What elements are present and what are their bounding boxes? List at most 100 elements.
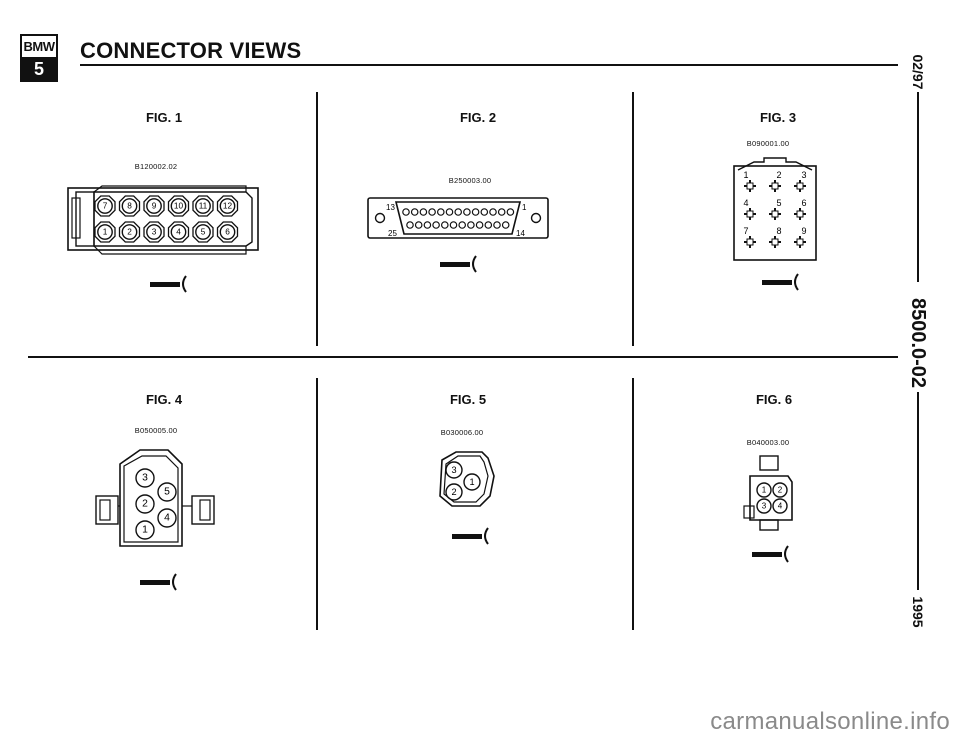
fig-3-pin-label: 8 [776, 226, 781, 236]
fig-3-pin-label: 7 [743, 226, 748, 236]
fig-1-pin [97, 198, 113, 214]
fig-2-pin-label: 14 [516, 229, 525, 238]
fig-1-pin-housing [192, 221, 214, 243]
fig-1-pin-number: 10 [174, 202, 184, 211]
fig-1-pin-number: 7 [103, 202, 108, 211]
fig-1-pin-housing [94, 221, 116, 243]
fig-1-pin [195, 224, 211, 240]
fig-1-pin-number: 6 [225, 228, 230, 237]
fig-1-pin-housing [192, 195, 214, 217]
fig-3-pin-label: 5 [776, 198, 781, 208]
fig-1-pin-housing [143, 221, 165, 243]
fig-4-part-number: B050005.00 [134, 426, 178, 435]
fig-1-pin-number: 2 [127, 228, 132, 237]
fig-6-pin-number: 1 [762, 486, 767, 495]
fig-6-label: FIG. 6 [755, 392, 793, 407]
fig-2-pin [471, 208, 480, 216]
fig-4-label: FIG. 4 [145, 392, 183, 407]
fig-1-pin-number: 1 [103, 228, 108, 237]
fig-5-pin-number: 1 [469, 477, 474, 487]
fig-4-orientation-arrow-icon [140, 573, 177, 591]
fig-2-pin [463, 208, 471, 216]
fig-5-orientation-arrow-icon [452, 527, 489, 545]
fig-2-pin [458, 221, 467, 229]
fig-1-pin-housing [216, 221, 239, 243]
fig-1-pin [121, 224, 138, 240]
fig-3-terminal-center [746, 182, 754, 190]
fig-2-pin-label: 1 [522, 203, 527, 212]
fig-1-pin-housing [143, 195, 165, 217]
fig-5-part-number: B030006.00 [440, 428, 484, 437]
fig-4-pin [135, 494, 155, 514]
fig-6-pin [756, 482, 772, 498]
fig-1-pin-housing [167, 221, 190, 243]
fig-2-pin [423, 221, 432, 229]
fig-2-pin [441, 221, 449, 229]
column-divider-1-bottom [316, 378, 318, 630]
fig-2-pin [484, 221, 493, 229]
fig-4-pin-number: 3 [142, 473, 148, 484]
fig-6-pin-number: 3 [762, 502, 767, 511]
fig-2-pin [467, 221, 475, 229]
fig-2-pin [419, 208, 428, 216]
fig-2-pin [489, 208, 497, 216]
fig-4-pin-number: 5 [164, 487, 170, 498]
fig-3-pin-label: 9 [801, 226, 806, 236]
fig-2-orientation-arrow-icon [440, 255, 477, 273]
fig-3-pin-label: 4 [743, 198, 748, 208]
fig-2-pin [428, 208, 436, 216]
column-divider-2-top [632, 92, 634, 346]
fig-1-pin-number: 9 [152, 202, 157, 211]
fig-5-pin [445, 483, 463, 501]
fig-2-pin [414, 221, 423, 229]
fig-1-pin [170, 198, 187, 214]
fig-6-orientation-arrow-icon [752, 545, 789, 563]
fig-3-pin-label: 1 [743, 170, 748, 180]
margin-rule-1 [917, 92, 919, 282]
model-year: 1995 [910, 596, 926, 628]
fig-2-pin [402, 208, 410, 216]
fig-2-pin [437, 208, 445, 216]
fig-5-pin-number: 3 [451, 465, 456, 475]
fig-1-pin [195, 198, 211, 214]
fig-6-pin-number: 4 [778, 502, 783, 511]
fig-2-pin [480, 208, 489, 216]
fig-5-pin [445, 461, 463, 479]
fig-1-pin-number: 4 [176, 228, 181, 237]
fig-1-pin [121, 198, 138, 214]
fig-3-terminal-center [796, 182, 804, 190]
fig-4-pin-number: 1 [142, 525, 148, 536]
fig-5-connector: 3 1 2 [439, 451, 495, 507]
fig-2-pin [497, 208, 506, 216]
fig-2-label: FIG. 2 [459, 110, 497, 125]
fig-5-pin-number: 2 [451, 487, 456, 497]
fig-1-pin-number: 5 [201, 228, 206, 237]
fig-1-pin [219, 224, 236, 240]
fig-1-pin-number: 11 [199, 202, 208, 211]
fig-1-pin-number: 3 [152, 228, 157, 237]
fig-2-pin [493, 221, 501, 229]
page-title: CONNECTOR VIEWS [80, 38, 302, 63]
fig-3-terminal-center [746, 210, 754, 218]
title-divider [80, 64, 898, 66]
fig-3-terminal-center [771, 238, 779, 246]
fig-3-terminal-center [796, 238, 804, 246]
fig-4-pin [157, 482, 177, 502]
fig-1-pin-housing [216, 195, 239, 217]
fig-1-pin-housing [118, 195, 141, 217]
column-divider-2-bottom [632, 378, 634, 630]
fig-1-part-number: B120002.02 [134, 162, 178, 171]
fig-1-label: FIG. 1 [145, 110, 183, 125]
fig-2-pin [445, 208, 454, 216]
fig-5-pin [463, 473, 481, 491]
fig-1-pin-housing [167, 195, 190, 217]
fig-1-pin-housing [94, 195, 116, 217]
fig-1-pin [146, 198, 162, 214]
bmw-5-logo: BMW 5 [20, 34, 58, 82]
fig-1-pin-number: 12 [223, 202, 233, 211]
row-divider [28, 356, 898, 358]
fig-1-pin [219, 198, 236, 214]
